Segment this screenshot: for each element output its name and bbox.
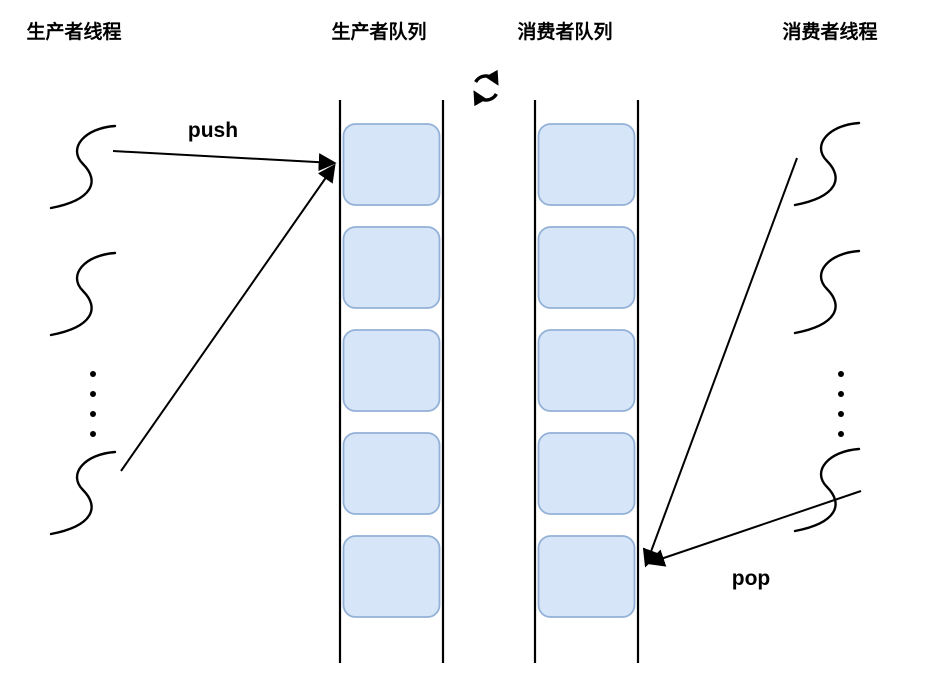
push-arrow-top: [112, 150, 337, 172]
producer-queue-slots: [342, 123, 441, 618]
consumer-queue-header: 消费者队列: [517, 20, 612, 43]
consumer-queue: [533, 100, 640, 663]
consumer-queue-slot: [537, 329, 636, 412]
consumer-queue-slot: [537, 432, 636, 515]
push-arrows: [112, 150, 337, 472]
producer-queue-slot: [342, 535, 441, 618]
pop-arrows: [642, 157, 862, 568]
pop-label: pop: [732, 567, 770, 590]
consumer-thread-icon: [793, 447, 861, 533]
producer-queue-slot: [342, 329, 441, 412]
producer-queue-slot: [342, 226, 441, 309]
producer-queue-slot: [342, 432, 441, 515]
consumer-thread-icon: [793, 121, 861, 207]
producer-queue-header: 生产者队列: [331, 20, 426, 43]
consumer-threads-group: [793, 121, 861, 533]
swap-cycle-icon: [473, 69, 499, 107]
consumer-queue-slots: [537, 123, 636, 618]
producer-thread-icon: [49, 124, 117, 210]
producer-thread-icon: [49, 450, 117, 536]
consumer-threads-header: 消费者线程: [782, 20, 877, 43]
producer-thread-icon: [49, 251, 117, 337]
consumer-thread-icon: [793, 249, 861, 335]
consumer-queue-slot: [537, 535, 636, 618]
producer-threads-header: 生产者线程: [26, 20, 121, 43]
producer-queue: [338, 100, 445, 663]
consumer-queue-slot: [537, 226, 636, 309]
pop-arrow-top: [642, 157, 798, 568]
push-label: push: [188, 119, 238, 142]
pop-arrow-bottom: [646, 490, 862, 567]
producer-ellipsis-dots: [90, 371, 96, 437]
producer-threads-group: [49, 124, 117, 536]
push-arrow-bottom: [120, 163, 336, 472]
producer-queue-slot: [342, 123, 441, 206]
consumer-ellipsis-dots: [838, 371, 844, 437]
consumer-queue-slot: [537, 123, 636, 206]
